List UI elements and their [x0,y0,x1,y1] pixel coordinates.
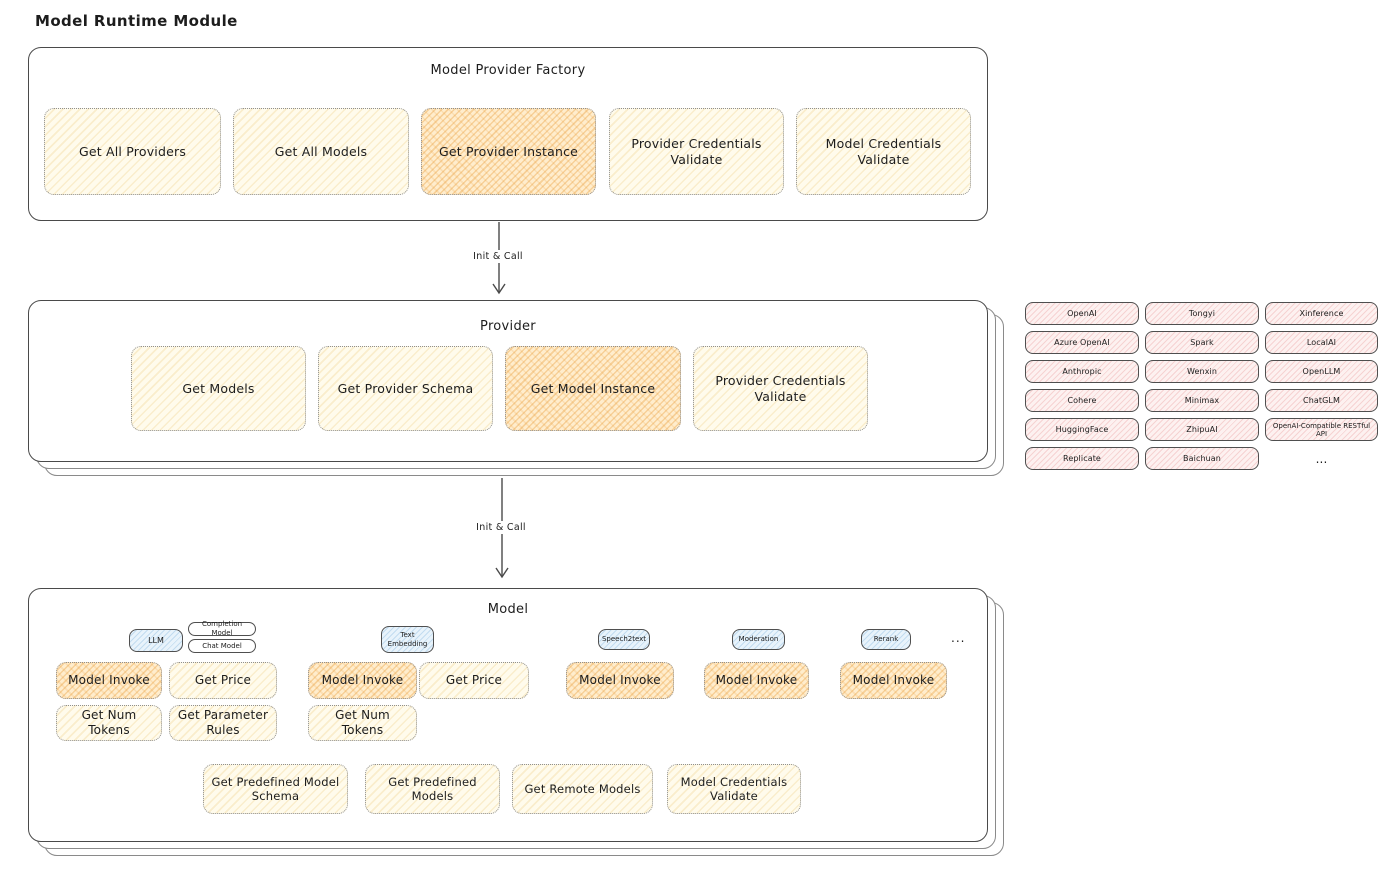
provider-chip-minimax: Minimax [1145,389,1259,412]
shared-model-credentials-validate: Model Credentials Validate [667,764,801,814]
provider-chip-anthropic: Anthropic [1025,360,1139,383]
tag-chat-model: Chat Model [188,639,256,653]
speech2text-model-invoke: Model Invoke [566,662,674,699]
tag-ellipsis: ... [951,631,966,645]
llm-get-price: Get Price [169,662,277,699]
provider-container: Provider Get Models Get Provider Schema … [28,300,988,462]
factory-container: Model Provider Factory Get All Providers… [28,47,988,221]
shared-get-predefined-models: Get Predefined Models [365,764,500,814]
provider-chip-localai: LocalAI [1265,331,1378,354]
provider-chip-openai-compatible-restful-api: OpenAI-Compatible RESTful API [1265,418,1378,441]
tag-rerank: Rerank [861,629,911,650]
provider-chip-ellipsis: ... [1315,451,1328,466]
provider-chip-wenxin: Wenxin [1145,360,1259,383]
provider-chip-chatglm: ChatGLM [1265,389,1378,412]
provider-chip-replicate: Replicate [1025,447,1139,470]
llm-get-parameter-rules: Get Parameter Rules [169,705,277,741]
embedding-get-price: Get Price [419,662,529,699]
provider-chip-zhipuai: ZhipuAI [1145,418,1259,441]
rerank-model-invoke: Model Invoke [840,662,947,699]
tag-moderation: Moderation [732,629,785,650]
factory-item-get-all-providers: Get All Providers [44,108,221,195]
provider-chip-tongyi: Tongyi [1145,302,1259,325]
llm-model-invoke: Model Invoke [56,662,162,699]
factory-item-get-provider-instance: Get Provider Instance [421,108,596,195]
model-container: Model LLM Completion Model Chat Model Te… [28,588,988,842]
provider-item-get-model-instance: Get Model Instance [505,346,681,431]
arrow2-label: Init & Call [472,521,530,534]
provider-title: Provider [480,319,536,334]
provider-chip-azure-openai: Azure OpenAI [1025,331,1139,354]
tag-text-embedding: Text Embedding [381,626,434,653]
shared-get-predefined-model-schema: Get Predefined Model Schema [203,764,348,814]
page-title: Model Runtime Module [35,12,238,30]
provider-chip-grid: OpenAI Tongyi Xinference Azure OpenAI Sp… [1025,302,1379,470]
llm-get-num-tokens: Get Num Tokens [56,705,162,741]
provider-chip-cohere: Cohere [1025,389,1139,412]
provider-item-provider-credentials-validate: Provider Credentials Validate [693,346,868,431]
embedding-model-invoke: Model Invoke [308,662,417,699]
factory-item-provider-credentials-validate: Provider Credentials Validate [609,108,784,195]
factory-item-model-credentials-validate: Model Credentials Validate [796,108,971,195]
provider-chip-huggingface: HuggingFace [1025,418,1139,441]
provider-chip-openai: OpenAI [1025,302,1139,325]
provider-chip-spark: Spark [1145,331,1259,354]
model-title: Model [487,602,529,617]
tag-completion-model: Completion Model [188,620,256,637]
factory-title: Model Provider Factory [430,63,586,78]
provider-chip-xinference: Xinference [1265,302,1378,325]
embedding-get-num-tokens: Get Num Tokens [308,705,417,741]
provider-chip-baichuan: Baichuan [1145,447,1259,470]
provider-item-get-models: Get Models [131,346,306,431]
provider-item-get-provider-schema: Get Provider Schema [318,346,493,431]
shared-get-remote-models: Get Remote Models [512,764,653,814]
tag-speech2text: Speech2text [598,629,650,650]
factory-item-get-all-models: Get All Models [233,108,409,195]
arrow1-label: Init & Call [469,250,527,263]
moderation-model-invoke: Model Invoke [704,662,809,699]
tag-llm: LLM [129,629,183,652]
provider-chip-openllm: OpenLLM [1265,360,1378,383]
